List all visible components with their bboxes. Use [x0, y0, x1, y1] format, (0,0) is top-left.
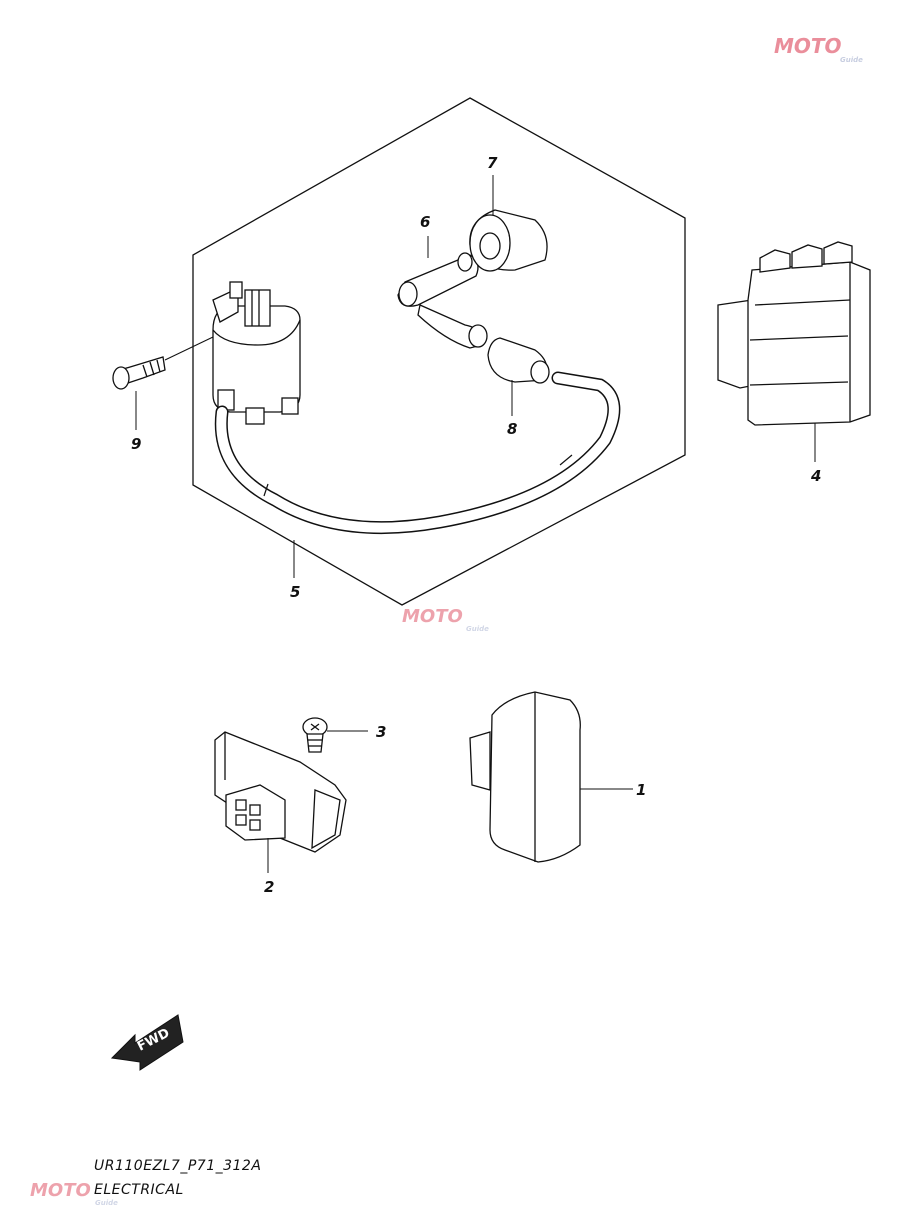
cap: [487, 337, 550, 384]
svg-text:MOTO: MOTO: [402, 606, 463, 627]
callout-3: 3: [376, 723, 386, 741]
callout-7: 7: [487, 154, 498, 172]
callout-8: 8: [507, 420, 517, 438]
callout-1: 1: [636, 781, 646, 799]
watermark-logo-bottom: MOTO Guide: [30, 1180, 118, 1207]
svg-text:Guide: Guide: [95, 1199, 118, 1207]
svg-text:MOTO: MOTO: [30, 1180, 91, 1201]
callout-6: 6: [420, 213, 430, 231]
watermark-logo-top: MOTO Guide: [774, 34, 863, 64]
watermark-logo-center: MOTO Guide: [402, 606, 489, 633]
callout-4: 4: [810, 467, 821, 485]
ignition-coil: [212, 281, 301, 425]
boot: [469, 209, 548, 272]
regulator-rectifier: [214, 731, 347, 853]
relay-unit: [717, 241, 871, 426]
leader-lines: [135, 175, 816, 873]
callout-2: 2: [264, 878, 274, 896]
screw: [302, 717, 328, 753]
section-title: ELECTRICAL: [94, 1182, 184, 1198]
svg-text:Guide: Guide: [466, 625, 489, 633]
ignition-cable: [214, 371, 621, 535]
watermark-sub-text: Guide: [840, 56, 863, 64]
watermark-brand-text: MOTO: [774, 34, 842, 58]
fwd-arrow-icon: FWD: [110, 1014, 184, 1071]
callout-5: 5: [290, 583, 300, 601]
assembly-frame-hexagon: [192, 97, 686, 606]
bolt: [112, 356, 166, 390]
diagram-code: UR110EZL7_P71_312A: [94, 1158, 262, 1174]
callout-9: 9: [131, 435, 141, 453]
plug-cap: [397, 252, 488, 349]
cdi-unit: [469, 691, 581, 863]
